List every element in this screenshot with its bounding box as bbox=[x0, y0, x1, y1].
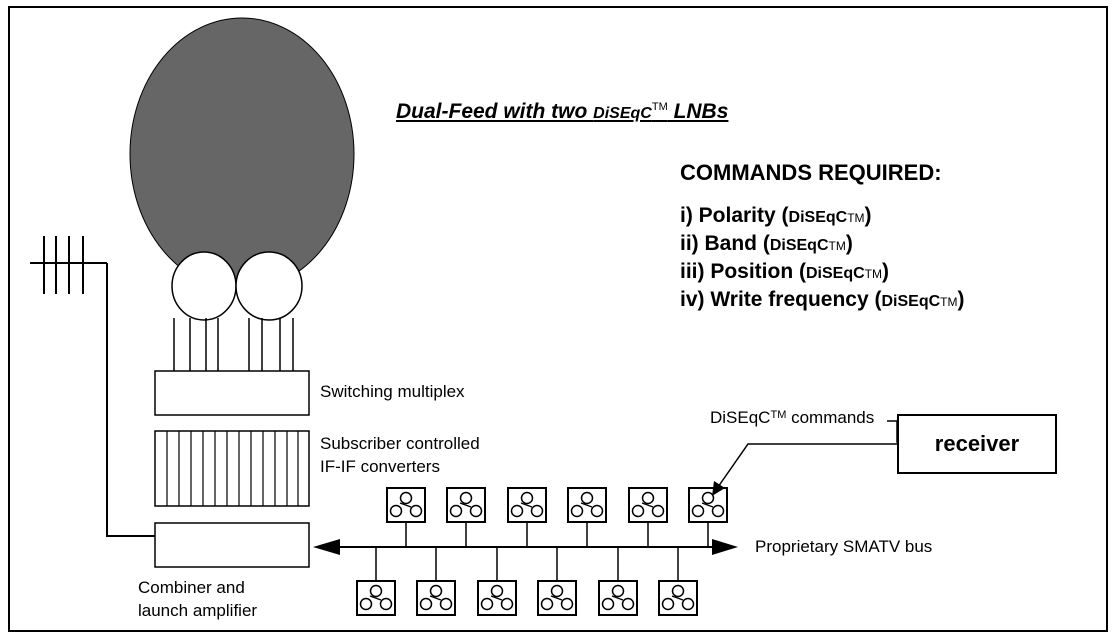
diseqc-commands-label: DiSEqCTM commands bbox=[710, 408, 875, 427]
receiver-label: receiver bbox=[934, 431, 1020, 456]
bus-arrow-right bbox=[712, 539, 738, 555]
smatv-bus-label: Proprietary SMATV bus bbox=[755, 537, 933, 556]
diagram-frame bbox=[8, 6, 1108, 632]
subscriber-outlet bbox=[598, 580, 638, 616]
lnb-right bbox=[235, 251, 303, 321]
subscriber-outlet bbox=[628, 487, 668, 523]
subscriber-outlet bbox=[386, 487, 426, 523]
receiver-box: receiver bbox=[897, 414, 1057, 474]
subscriber-outlet bbox=[416, 580, 456, 616]
diagram-title: Dual-Feed with two DiSEqCTM LNBs bbox=[396, 100, 729, 123]
subscriber-outlet bbox=[567, 487, 607, 523]
subscriber-outlet bbox=[356, 580, 396, 616]
commands-heading: COMMANDS REQUIRED: bbox=[680, 160, 942, 185]
converter-dividers bbox=[166, 431, 299, 506]
command-item: iii) Position (DiSEqCTM) bbox=[680, 260, 889, 283]
bus-arrow-left bbox=[313, 539, 340, 555]
combiner-box bbox=[154, 522, 310, 568]
satellite-dish bbox=[129, 17, 355, 291]
combiner-label-line2: launch amplifier bbox=[138, 601, 258, 620]
subscriber-outlet bbox=[446, 487, 486, 523]
receiver-pointer bbox=[717, 443, 897, 488]
lower-outlet-drops bbox=[375, 547, 679, 581]
terrestrial-antenna bbox=[30, 236, 107, 294]
lnb-left bbox=[171, 251, 237, 321]
switching-multiplex-label: Switching multiplex bbox=[320, 382, 465, 401]
subscriber-outlet bbox=[477, 580, 517, 616]
switching-multiplex-box bbox=[154, 370, 310, 416]
combiner-label-line1: Combiner and bbox=[138, 578, 245, 597]
lnb-cables bbox=[173, 318, 294, 371]
subscriber-outlet bbox=[537, 580, 577, 616]
receiver-pointer-arrowhead bbox=[712, 481, 725, 496]
subscriber-outlet-receiver bbox=[688, 487, 728, 523]
upper-outlet-drops bbox=[405, 521, 709, 547]
subscriber-outlet bbox=[658, 580, 698, 616]
antenna-cable bbox=[106, 263, 155, 537]
converters-box bbox=[154, 430, 310, 507]
subscriber-outlet bbox=[507, 487, 547, 523]
converters-label-line1: Subscriber controlled bbox=[320, 434, 480, 453]
command-item: ii) Band (DiSEqCTM) bbox=[680, 232, 853, 255]
command-item: i) Polarity (DiSEqCTM) bbox=[680, 204, 872, 227]
command-item: iv) Write frequency (DiSEqCTM) bbox=[680, 288, 965, 311]
converters-label-line2: IF-IF converters bbox=[320, 457, 440, 476]
commands-list: i) Polarity (DiSEqCTM) ii) Band (DiSEqCT… bbox=[680, 203, 965, 315]
